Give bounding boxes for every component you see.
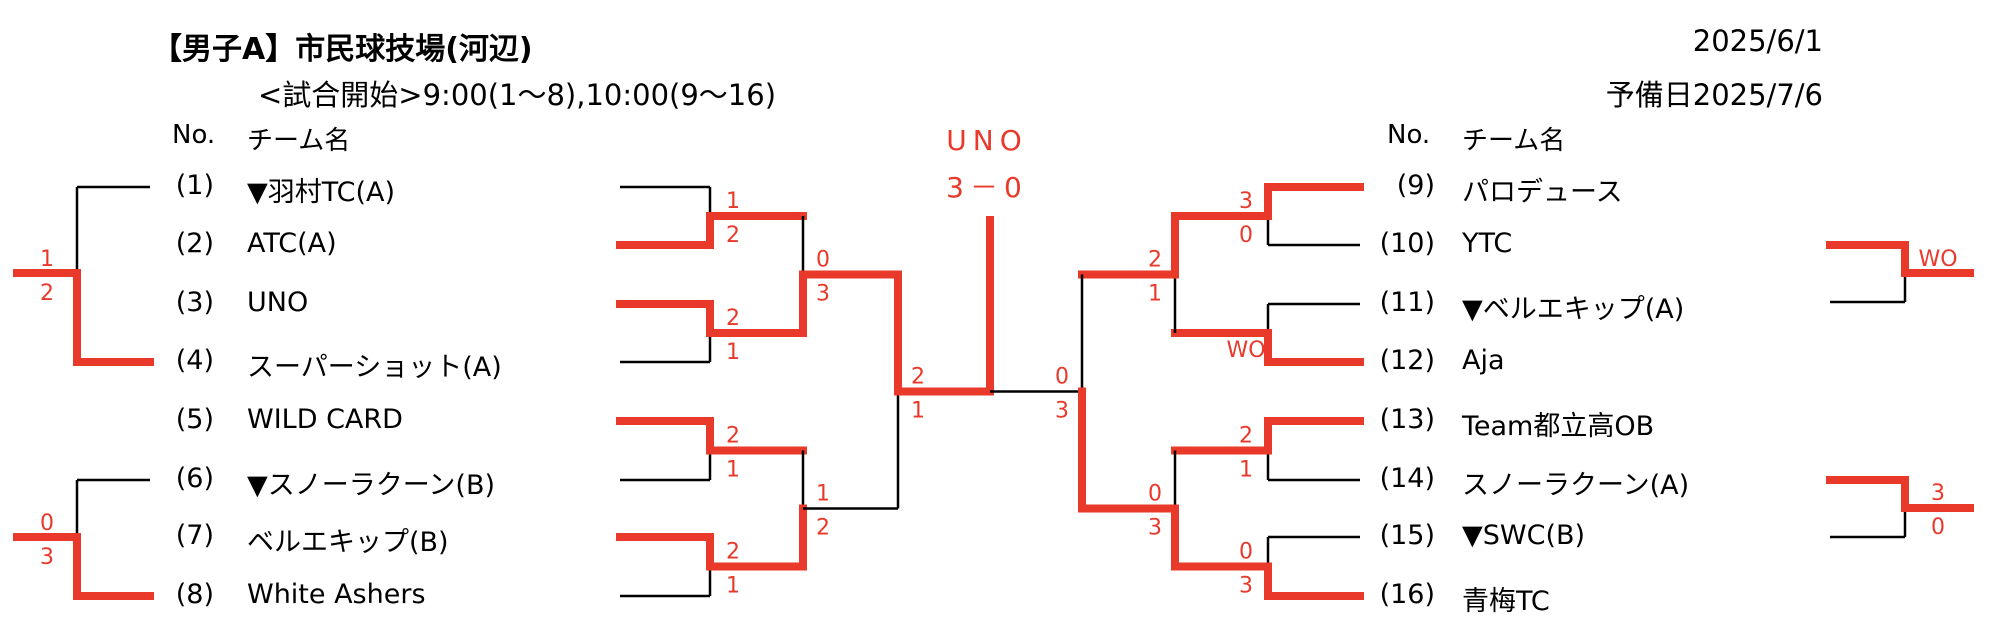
match-score: 2 <box>1148 248 1162 273</box>
right-col-team-header: チーム名 <box>1462 126 1566 156</box>
reserve-date: 予備日2025/7/6 <box>1605 78 1823 112</box>
match-score: 3 <box>1239 574 1253 599</box>
right-team-number: (12) <box>1379 345 1435 376</box>
match-score: 3 <box>1239 189 1253 214</box>
right-col-no-header: No. <box>1387 120 1431 150</box>
right-team-name: Aja <box>1462 345 1505 376</box>
match-score: 3 <box>1148 516 1162 541</box>
left-team-name: WILD CARD <box>247 404 403 435</box>
left-team-number: (3) <box>175 287 214 318</box>
left-team-name: ▼スノーラクーン(B) <box>247 470 496 501</box>
left-team-number: (1) <box>175 170 214 201</box>
match-score: 3 <box>1931 481 1945 506</box>
match-score: 2 <box>726 424 740 449</box>
match-score: 2 <box>911 365 925 390</box>
match-score: 0 <box>40 511 54 536</box>
match-score: WO <box>1226 338 1265 363</box>
match-score: 0 <box>1931 515 1945 540</box>
left-team-name: White Ashers <box>247 579 426 610</box>
left-col-no-header: No. <box>172 120 216 150</box>
match-score: 2 <box>40 281 54 306</box>
match-score: 1 <box>726 574 740 599</box>
right-team-name: 青梅TC <box>1462 586 1550 617</box>
match-score: WO <box>1918 247 1957 272</box>
right-team-name: ▼ベルエキップ(A) <box>1462 294 1685 325</box>
left-team-number: (5) <box>175 404 214 435</box>
match-score: 1 <box>1239 458 1253 483</box>
left-col-team-header: チーム名 <box>247 126 351 156</box>
match-score: 2 <box>726 306 740 331</box>
right-team-name: Team都立高OB <box>1462 411 1655 442</box>
match-score: 1 <box>40 247 54 272</box>
right-team-name: YTC <box>1462 228 1513 259</box>
tournament-date: 2025/6/1 <box>1692 24 1823 58</box>
left-team-name: ベルエキップ(B) <box>247 527 449 558</box>
right-team-number: (11) <box>1379 287 1435 318</box>
match-score: 1 <box>1148 282 1162 307</box>
right-team-number: (16) <box>1379 579 1435 610</box>
schedule-text: <試合開始>9:00(1〜8),10:00(9〜16) <box>258 78 777 112</box>
right-team-number: (15) <box>1379 520 1435 551</box>
match-score: 0 <box>1148 482 1162 507</box>
left-team-number: (7) <box>175 520 214 551</box>
left-team-name: ▼羽村TC(A) <box>247 177 396 208</box>
match-score: 3 <box>1055 399 1069 424</box>
left-team-number: (6) <box>175 463 214 494</box>
right-team-number: (14) <box>1379 463 1435 494</box>
match-score: 2 <box>1239 424 1253 449</box>
left-team-number: (8) <box>175 579 214 610</box>
match-score: 2 <box>726 223 740 248</box>
match-score: 1 <box>726 458 740 483</box>
page-title: 【男子A】市民球技場(河辺) <box>152 32 533 67</box>
match-score: 0 <box>1239 540 1253 565</box>
match-score: 2 <box>726 540 740 565</box>
match-score: 1 <box>911 399 925 424</box>
right-team-number: (13) <box>1379 404 1435 435</box>
match-score: 1 <box>816 482 830 507</box>
final-score: 3－0 <box>946 171 1028 204</box>
left-team-name: スーパーショット(A) <box>247 352 502 383</box>
right-team-name: ▼SWC(B) <box>1462 520 1586 551</box>
right-team-name: スノーラクーン(A) <box>1462 470 1690 501</box>
match-score: 1 <box>726 340 740 365</box>
champion-name: UNO <box>946 124 1027 157</box>
match-score: 0 <box>816 248 830 273</box>
match-score: 0 <box>1055 365 1069 390</box>
right-team-name: パロデュース <box>1462 177 1623 208</box>
match-score: 0 <box>1239 223 1253 248</box>
match-score: 1 <box>726 189 740 214</box>
left-team-number: (4) <box>175 345 214 376</box>
left-team-number: (2) <box>175 228 214 259</box>
right-team-number: (9) <box>1396 170 1435 201</box>
match-score: 3 <box>816 282 830 307</box>
left-team-name: UNO <box>247 287 309 318</box>
left-team-name: ATC(A) <box>247 228 337 259</box>
match-score: 3 <box>40 545 54 570</box>
match-score: 2 <box>816 516 830 541</box>
right-team-number: (10) <box>1379 228 1435 259</box>
